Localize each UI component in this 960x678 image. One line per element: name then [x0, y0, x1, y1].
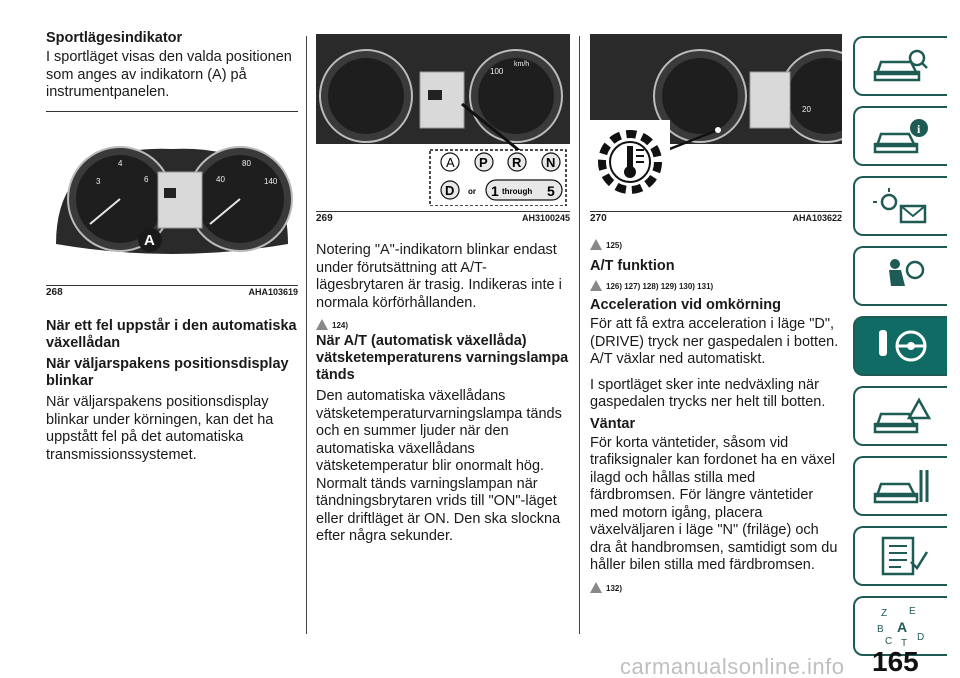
figure-code: AHA103619: [248, 287, 298, 297]
car-warning-icon: [873, 397, 931, 434]
tab-seat-airbag[interactable]: [853, 246, 947, 306]
warning-triangle-icon: [316, 319, 328, 330]
heading-waiting: Väntar: [590, 415, 636, 432]
watermark-text: carmanualsonline.info: [620, 654, 845, 678]
figure-269: 100 km/h A P R N D or 1 through 5 269 AH…: [316, 34, 570, 224]
lights-mail-icon: [873, 188, 927, 224]
figure-270: 20 270 AHA103622: [590, 34, 873, 224]
svg-text:R: R: [512, 155, 522, 170]
page-number: 165: [872, 646, 919, 677]
svg-text:4: 4: [118, 159, 123, 168]
warning-ref-132: 132): [590, 579, 842, 593]
body-overtaking: För att få extra acceleration i läge "D"…: [590, 316, 839, 367]
chapter-tabs: i Z E B A C T D: [853, 36, 947, 666]
warning-triangle-icon: [590, 239, 602, 250]
body-selector-display: När väljarspakens positionsdisplay blink…: [46, 394, 274, 463]
car-info-icon: i: [873, 119, 928, 154]
svg-text:N: N: [546, 155, 555, 170]
section-title: Sportlägesindikator: [46, 30, 183, 46]
svg-text:140: 140: [264, 177, 278, 186]
svg-text:Z: Z: [881, 608, 887, 619]
indicator-a-marker: A: [144, 232, 155, 249]
car-search-icon: [873, 49, 928, 82]
tab-car-search[interactable]: [853, 36, 947, 96]
svg-text:6: 6: [144, 175, 149, 184]
svg-text:1: 1: [491, 183, 499, 199]
tab-car-tools[interactable]: [853, 456, 947, 516]
svg-text:T: T: [901, 638, 907, 648]
svg-text:P: P: [479, 155, 488, 170]
figure-268: 3 4 6 40 80 140 A 268 AHA103619: [46, 124, 298, 298]
heading-overtaking: Acceleration vid omkörning: [590, 297, 781, 313]
svg-text:through: through: [502, 187, 532, 196]
svg-text:20: 20: [802, 105, 811, 114]
svg-text:A: A: [897, 619, 907, 635]
figure-number: 268: [46, 287, 63, 298]
warning-triangle-icon: [590, 280, 602, 291]
svg-text:E: E: [909, 606, 916, 617]
warning-triangle-icon: [590, 581, 602, 593]
body-sport-mode: I sportläget sker inte nedväxling när ga…: [590, 376, 826, 411]
indicator-letters-illustration: 100 km/h A P R N D or 1 through 5: [316, 34, 570, 207]
figure-top-rule: [46, 111, 298, 112]
warning-ref-125: 125): [590, 236, 842, 250]
column-1: Sportlägesindikator I sportläget visas d…: [46, 30, 298, 102]
tab-car-info[interactable]: i: [853, 106, 947, 166]
instrument-cluster-illustration: 3 4 6 40 80 140 A: [46, 124, 298, 274]
column-divider-1: [306, 36, 307, 634]
svg-text:80: 80: [242, 159, 251, 168]
tab-checklist[interactable]: [853, 526, 947, 586]
svg-text:40: 40: [216, 175, 225, 184]
svg-text:C: C: [885, 636, 892, 647]
svg-text:3: 3: [96, 177, 101, 186]
figure-caption: 270 AHA103622: [590, 213, 842, 224]
figure-caption: 268 AHA103619: [46, 287, 298, 298]
key-steering-icon: [879, 330, 927, 362]
svg-text:B: B: [877, 624, 884, 635]
figure-caption-rule: [316, 211, 570, 212]
note-text: Notering "A"-indikatorn blinkar endast u…: [316, 242, 562, 311]
figure-number: 269: [316, 213, 333, 224]
svg-text:5: 5: [547, 183, 555, 199]
svg-text:or: or: [468, 187, 476, 196]
svg-text:D: D: [917, 632, 924, 643]
tab-lights-mail[interactable]: [853, 176, 947, 236]
svg-text:D: D: [445, 183, 454, 198]
svg-text:km/h: km/h: [514, 61, 529, 68]
figure-caption-rule: [590, 211, 842, 212]
column-1-lower: När ett fel uppstår i den automatiska vä…: [46, 318, 298, 464]
body-waiting: För korta väntetider, såsom vid trafiksi…: [590, 434, 838, 574]
column-3: 125) A/T funktion 126) 127) 128) 129) 13…: [590, 236, 842, 593]
figure-caption: 269 AH3100245: [316, 213, 570, 224]
car-tools-icon: [873, 470, 929, 504]
temperature-warning-illustration: 20: [590, 34, 873, 206]
warning-ref-list: 126) 127) 128) 129) 130) 131): [590, 277, 842, 291]
figure-caption-rule: [46, 285, 298, 286]
figure-code: AHA103622: [792, 213, 842, 223]
figure-number: 270: [590, 213, 607, 224]
index-letters-icon: Z E B A C T D: [877, 606, 924, 648]
tab-car-warning[interactable]: [853, 386, 947, 446]
column-2: Notering "A"-indikatorn blinkar endast u…: [316, 242, 570, 546]
seat-airbag-icon: [889, 259, 925, 286]
heading-at-function: A/T funktion: [590, 258, 675, 274]
svg-text:A: A: [446, 155, 455, 170]
svg-text:i: i: [917, 122, 921, 136]
tab-key-steering[interactable]: [853, 316, 947, 376]
figure-code: AH3100245: [521, 213, 570, 223]
svg-text:100: 100: [490, 67, 504, 76]
tab-index[interactable]: Z E B A C T D: [853, 596, 947, 656]
heading-fluid-temp-warning: När A/T (automatisk växellåda) vätsketem…: [316, 333, 569, 383]
column-divider-2: [579, 36, 580, 634]
body-fluid-temp-warning: Den automatiska växellådans vätsketemper…: [316, 388, 562, 544]
warning-ref: 124): [316, 316, 570, 330]
intro-text: I sportläget visas den valda positionen …: [46, 49, 292, 100]
heading-selector-display: När väljarspakens positionsdisplay blink…: [46, 356, 289, 389]
checklist-icon: [881, 536, 929, 576]
heading-transmission-fault: När ett fel uppstår i den automatiska vä…: [46, 318, 297, 351]
